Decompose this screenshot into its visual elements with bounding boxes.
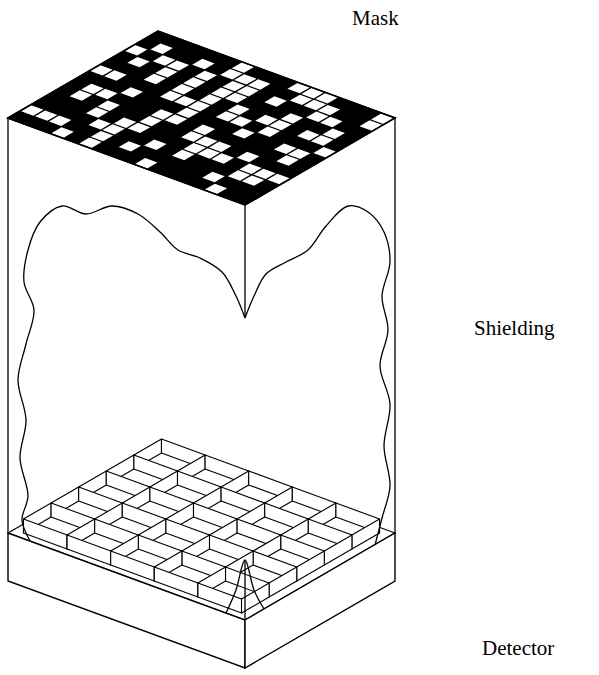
shielding-edge: [244, 560, 245, 620]
mask-hole: [320, 117, 342, 127]
mask-hole: [205, 184, 227, 194]
mask-hole: [211, 153, 233, 163]
shielding-cut-edge: [18, 206, 245, 541]
mask-hole: [119, 141, 141, 151]
mask-hole: [202, 172, 224, 182]
mask-hole: [98, 101, 120, 111]
mask-hole: [193, 125, 215, 135]
mask-plate-outline: [8, 31, 395, 205]
mask-hole: [150, 44, 172, 54]
mask-hole: [318, 105, 340, 115]
mask-hole: [135, 158, 157, 168]
shielding-edge: [7, 118, 8, 533]
mask-hole: [237, 152, 259, 162]
mask-hole: [95, 89, 117, 99]
mask-hole: [167, 60, 189, 70]
mask-hole: [248, 79, 270, 89]
mask-hole: [144, 140, 166, 150]
mask-hole: [127, 57, 149, 67]
mask-hole: [267, 174, 289, 184]
mask-hole: [192, 59, 214, 69]
mask-plate-outline: [8, 31, 395, 205]
mask-plate: [8, 31, 395, 205]
detector-face: [245, 533, 395, 668]
mask-hole: [227, 105, 249, 115]
mask-hole: [313, 147, 335, 157]
detector-label: Detector: [482, 636, 554, 661]
mask-hole: [51, 127, 73, 137]
mask-hole: [322, 129, 344, 139]
mask-hole: [49, 116, 71, 126]
mask-hole: [195, 71, 217, 81]
mask-hole: [371, 114, 393, 124]
mask-hole: [288, 149, 310, 159]
mask-label: Mask: [352, 6, 399, 31]
mask-hole: [125, 45, 147, 55]
detector-slab: [8, 533, 395, 668]
shielding-label: Shielding: [474, 316, 555, 341]
mask-hole: [264, 96, 286, 106]
mask-hole: [232, 128, 254, 138]
detector-face: [8, 533, 245, 668]
mask-hole: [209, 142, 231, 152]
mask-hole: [104, 70, 126, 80]
mask-hole: [315, 93, 337, 103]
shielding-cut-edge: [245, 206, 390, 545]
mask-hole: [121, 87, 143, 97]
mask-hole: [232, 62, 254, 72]
shielding-edge: [394, 118, 395, 533]
mask-hole: [281, 113, 303, 123]
mask-hole: [230, 116, 252, 126]
shielding-edge: [244, 205, 245, 318]
shielding-walls: [8, 118, 395, 620]
